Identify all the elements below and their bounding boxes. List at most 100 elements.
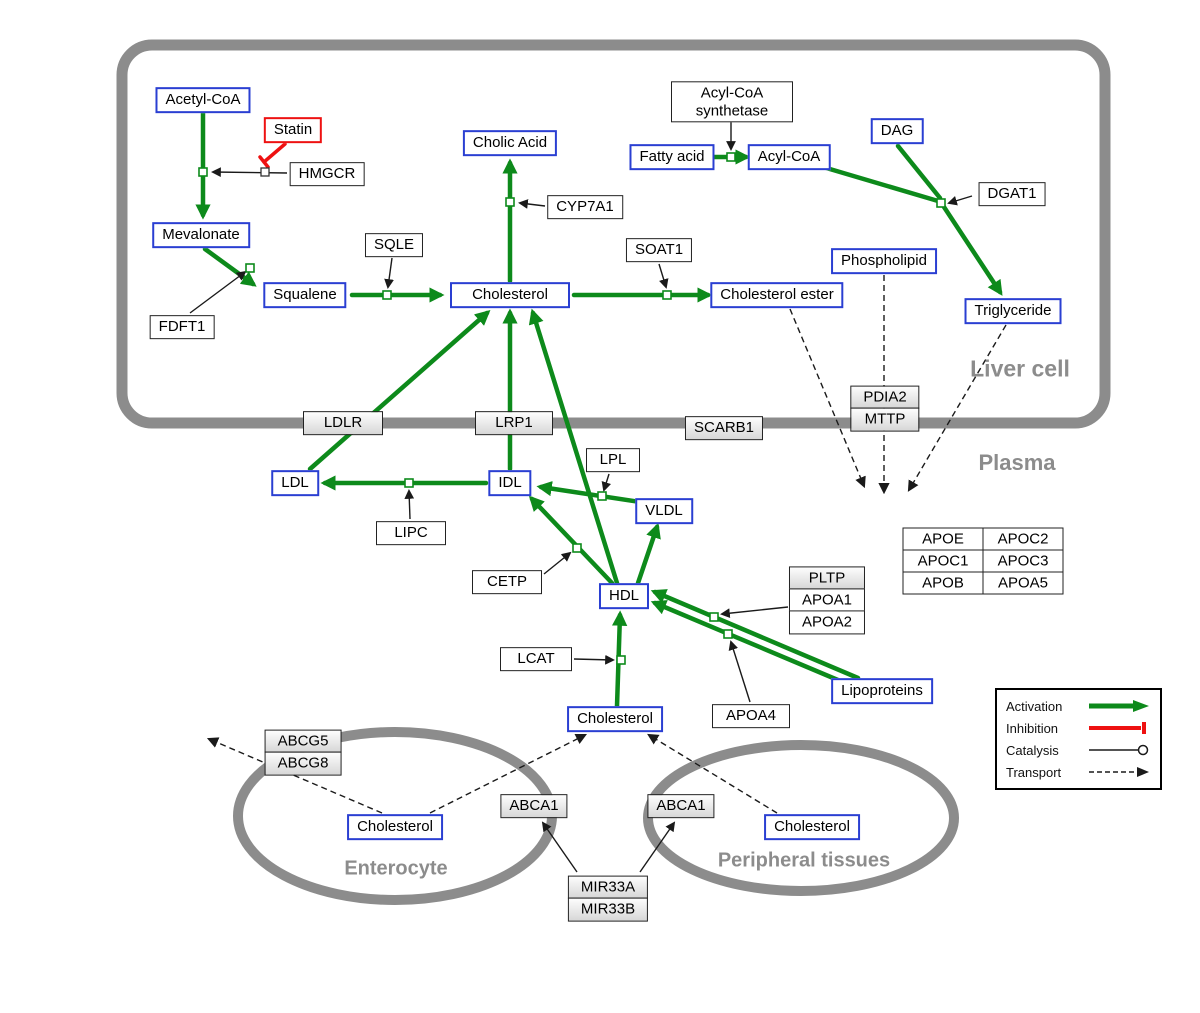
apo-cell-apob[interactable]: APOB — [902, 571, 984, 595]
reaction-square — [198, 167, 208, 177]
node-acyl-coa-synthetase[interactable]: Acyl-CoA synthetase — [671, 81, 793, 123]
node-cyp7a1[interactable]: CYP7A1 — [547, 195, 623, 219]
node-triglyceride[interactable]: Triglyceride — [964, 298, 1062, 324]
node-apoa4[interactable]: APOA4 — [712, 704, 790, 728]
reaction-square — [597, 491, 607, 501]
apo-cell-apoc2[interactable]: APOC2 — [982, 527, 1064, 551]
reaction-square — [709, 612, 719, 622]
node-mir33b[interactable]: MIR33B — [567, 897, 649, 922]
node-pltp[interactable]: PLTP — [788, 566, 866, 590]
apo-cell-apoa5[interactable]: APOA5 — [982, 571, 1064, 595]
reaction-square — [723, 629, 733, 639]
node-abcg-group: ABCG5 ABCG8 — [264, 729, 342, 776]
node-hmgcr[interactable]: HMGCR — [289, 162, 365, 186]
edge-statin-inhibits-hmgcr — [262, 142, 287, 164]
edge-soat1-catalysis — [658, 263, 669, 289]
node-squalene[interactable]: Squalene — [263, 282, 347, 308]
node-abca1-enterocyte[interactable]: ABCA1 — [500, 794, 568, 818]
node-acyl-coa[interactable]: Acyl-CoA — [747, 144, 831, 170]
node-apoa2[interactable]: APOA2 — [788, 610, 866, 635]
edge-cetp-catalysis — [543, 551, 572, 575]
node-cholesterol-liver[interactable]: Cholesterol — [450, 282, 570, 308]
node-mttp[interactable]: MTTP — [850, 407, 920, 432]
node-idl[interactable]: IDL — [488, 470, 532, 496]
plasma-label: Plasma — [978, 450, 1056, 475]
node-mevalonate[interactable]: Mevalonate — [152, 222, 250, 248]
edge-mir33-abca1-peripheral — [639, 821, 676, 873]
edge-peripheral-cholesterol-transport — [647, 733, 778, 814]
edge-lpl-catalysis — [601, 473, 612, 492]
apolipoprotein-table: APOE APOC2 APOC1 APOC3 APOB APOA5 — [902, 527, 1064, 595]
node-lrp1[interactable]: LRP1 — [475, 411, 553, 435]
node-phospholipid[interactable]: Phospholipid — [831, 248, 937, 274]
edge-lipc-catalysis — [404, 489, 415, 520]
node-cholesterol-plasma[interactable]: Cholesterol — [567, 706, 663, 732]
node-scarb1[interactable]: SCARB1 — [684, 416, 764, 440]
node-abcg8[interactable]: ABCG8 — [264, 751, 342, 776]
node-soat1[interactable]: SOAT1 — [625, 238, 693, 262]
node-pdia2[interactable]: PDIA2 — [850, 385, 920, 409]
reaction-square — [662, 290, 672, 300]
apo-cell-apoc1[interactable]: APOC1 — [902, 549, 984, 573]
reaction-square — [936, 198, 946, 208]
node-cholic-acid[interactable]: Cholic Acid — [462, 130, 558, 156]
edge-hdl-idl-cetp — [528, 495, 615, 586]
node-cholesterol-peripheral[interactable]: Cholesterol — [764, 814, 860, 840]
edge-dag-dgat-junction — [895, 143, 943, 201]
node-sqle[interactable]: SQLE — [364, 233, 424, 257]
transport-dashed-arrow-icon — [1089, 767, 1149, 777]
legend-row-inhibition: Inhibition — [1006, 721, 1151, 736]
edge-triglyceride-secretion — [907, 324, 1007, 492]
reaction-square — [245, 263, 255, 273]
node-lcat[interactable]: LCAT — [500, 647, 572, 671]
edge-sqle-catalysis — [384, 257, 394, 289]
legend: Activation Inhibition Catalysis Transpor… — [995, 688, 1162, 790]
node-acetyl-coa[interactable]: Acetyl-CoA — [155, 87, 251, 113]
node-ldlr[interactable]: LDLR — [303, 411, 383, 435]
apo-cell-apoe[interactable]: APOE — [902, 527, 984, 551]
node-mir33a[interactable]: MIR33A — [567, 875, 649, 899]
node-abcg5[interactable]: ABCG5 — [264, 729, 342, 753]
node-cholesterol-ester[interactable]: Cholesterol ester — [710, 282, 844, 308]
node-dgat1[interactable]: DGAT1 — [978, 182, 1046, 206]
edge-cholesterol-abcg-efflux — [206, 737, 383, 814]
edge-hmgcr-catalysis — [211, 167, 288, 178]
legend-activation-label: Activation — [1006, 698, 1063, 714]
node-cetp[interactable]: CETP — [472, 570, 542, 594]
reaction-square — [726, 152, 736, 162]
node-fatty-acid[interactable]: Fatty acid — [629, 144, 715, 170]
catalysis-edges — [189, 121, 973, 873]
node-ldl[interactable]: LDL — [271, 470, 319, 496]
edge-cyp7a1-catalysis — [518, 199, 546, 209]
node-dag[interactable]: DAG — [870, 118, 924, 144]
liver-cell-outline — [116, 39, 1111, 429]
node-abca1-peripheral[interactable]: ABCA1 — [647, 794, 715, 818]
node-fdft1[interactable]: FDFT1 — [149, 315, 215, 339]
legend-row-catalysis: Catalysis — [1006, 743, 1151, 758]
node-cholesterol-enterocyte[interactable]: Cholesterol — [347, 814, 443, 840]
edge-vldl-idl — [536, 481, 643, 505]
node-apoa1[interactable]: APOA1 — [788, 588, 866, 613]
reaction-square — [505, 197, 515, 207]
legend-transport-label: Transport — [1006, 764, 1062, 780]
statin-inhibition-tbar — [258, 155, 270, 169]
edge-ldl-cholesterol — [307, 309, 491, 472]
edge-apoa4-catalysis — [728, 640, 751, 703]
statin-target-square — [260, 167, 270, 177]
liver-cell-label: Liver cell — [970, 355, 1070, 382]
node-lipoproteins[interactable]: Lipoproteins — [831, 678, 933, 704]
edge-pltp-apoa-catalysis — [720, 606, 789, 619]
edge-dgat1-catalysis — [947, 195, 973, 206]
node-pdia2-mttp-group: PDIA2 MTTP — [850, 385, 920, 432]
node-statin[interactable]: Statin — [263, 117, 323, 143]
edge-lipoproteins-hdl-a — [650, 600, 848, 686]
apo-cell-apoc3[interactable]: APOC3 — [982, 549, 1064, 573]
node-lipc[interactable]: LIPC — [376, 521, 446, 545]
node-vldl[interactable]: VLDL — [635, 498, 693, 524]
edge-lcat-catalysis — [573, 654, 615, 665]
node-lpl[interactable]: LPL — [586, 448, 640, 472]
legend-row-transport: Transport — [1006, 765, 1151, 780]
node-hdl[interactable]: HDL — [598, 583, 650, 609]
